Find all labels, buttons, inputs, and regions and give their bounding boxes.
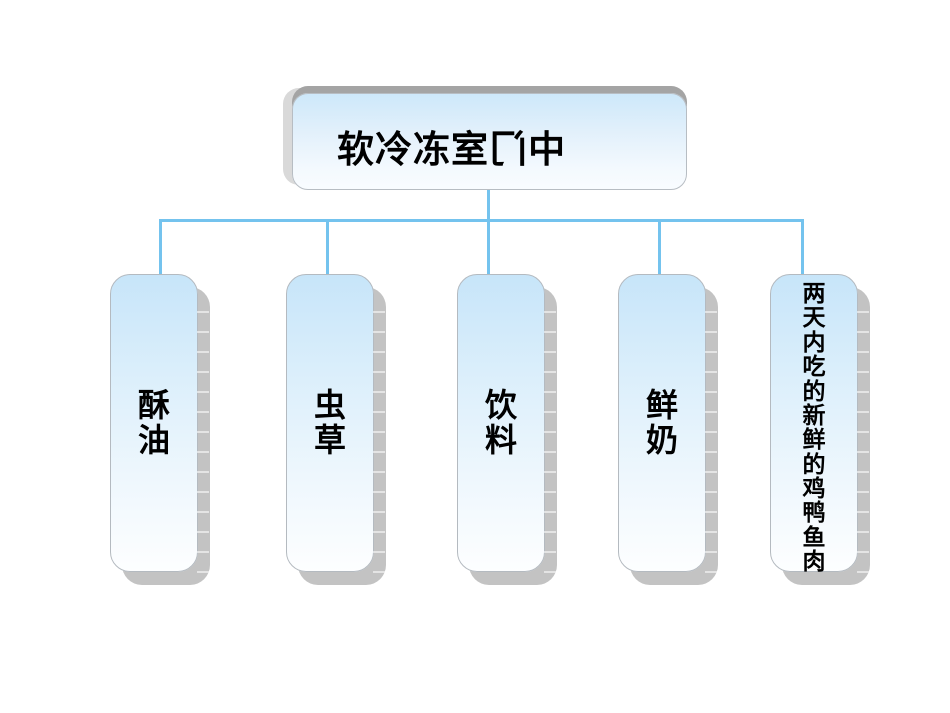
connector-drop-4	[658, 219, 661, 275]
child-node-label: 虫草	[313, 386, 346, 459]
connector-drop-2	[326, 219, 329, 275]
connector-drop-5	[801, 219, 804, 275]
connector-drop-1	[159, 219, 162, 275]
connector-root-stub	[487, 190, 490, 221]
connector-drop-3	[487, 219, 490, 275]
child-node-cordyceps: 虫草	[286, 274, 385, 582]
child-node-label: 两天内吃的新鲜的鸡鸭鱼肉	[802, 281, 826, 576]
child-node-label: 饮料	[484, 386, 517, 459]
child-node-butter: 酥油	[110, 274, 209, 582]
connector-rail	[159, 219, 804, 222]
root-node-label: 软冷冻室门中	[337, 127, 565, 171]
child-node-label: 鲜奶	[645, 386, 678, 459]
child-node-fresh-meat: 两天内吃的新鲜的鸡鸭鱼肉	[770, 274, 869, 582]
child-node-fresh-milk: 鲜奶	[618, 274, 717, 582]
child-node-label: 酥油	[137, 386, 170, 459]
child-node-beverage: 饮料	[457, 274, 556, 582]
root-node: 软冷冻室门中	[292, 93, 687, 190]
